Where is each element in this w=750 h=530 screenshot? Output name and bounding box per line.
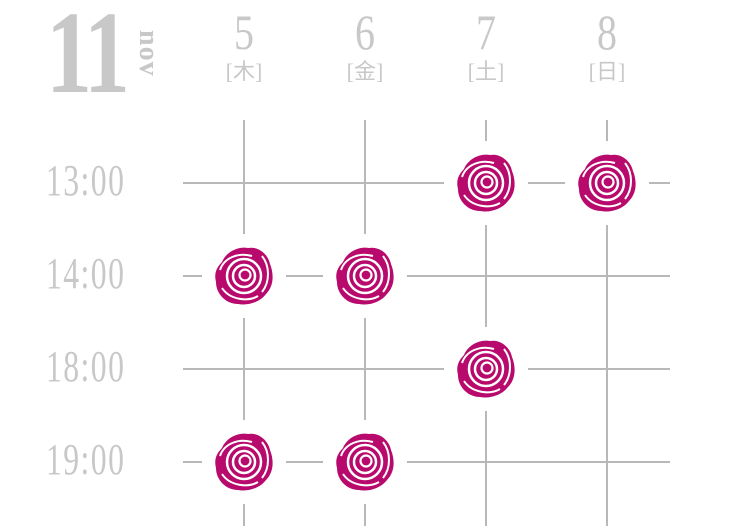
time-label: 19:00 <box>46 435 126 484</box>
day-header: 6[金] <box>325 4 405 84</box>
rose-icon <box>323 420 407 504</box>
day-number: 8 <box>597 4 617 60</box>
month-name: nov <box>133 30 164 77</box>
rose-icon <box>565 141 649 225</box>
rose-icon <box>444 327 528 411</box>
rose-icon <box>202 420 286 504</box>
day-number: 6 <box>355 4 375 60</box>
day-header: 5[木] <box>204 4 284 84</box>
day-weekday: [金] <box>346 59 384 84</box>
month-number: 11 <box>46 0 130 118</box>
rose-icon <box>202 234 286 318</box>
time-label: 18:00 <box>46 342 126 391</box>
day-number: 5 <box>234 4 254 60</box>
day-header: 7[土] <box>446 4 526 84</box>
time-label: 14:00 <box>46 249 126 298</box>
rose-icon <box>323 234 407 318</box>
rose-icon <box>444 141 528 225</box>
time-label: 13:00 <box>46 156 126 205</box>
day-weekday: [土] <box>467 59 505 84</box>
day-weekday: [日] <box>588 59 626 84</box>
day-weekday: [木] <box>225 59 263 84</box>
day-header: 8[日] <box>567 4 647 84</box>
day-number: 7 <box>476 4 496 60</box>
